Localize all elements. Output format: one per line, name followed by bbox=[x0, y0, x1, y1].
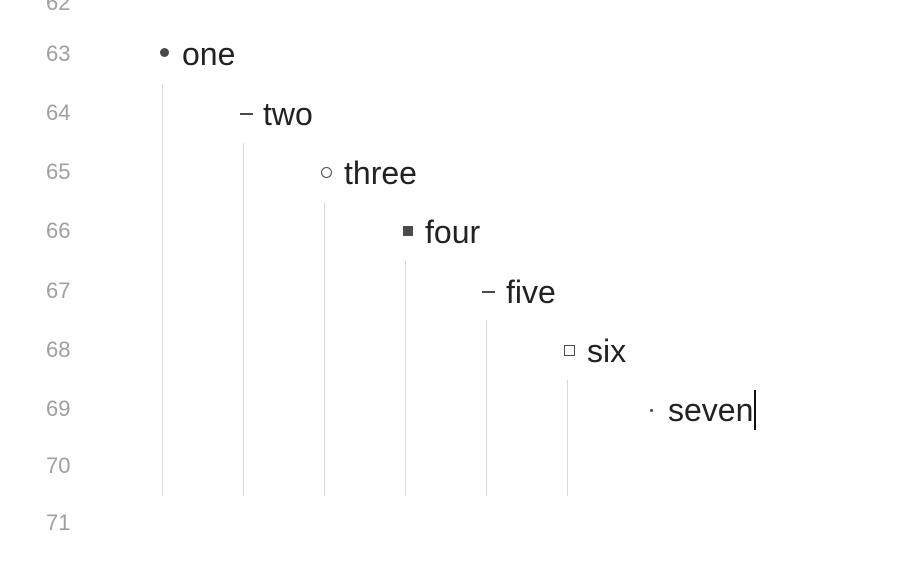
indent-guide bbox=[243, 143, 244, 496]
line-number: 64 bbox=[46, 100, 71, 125]
list-item[interactable]: seven bbox=[668, 390, 757, 430]
list-item[interactable]: two bbox=[263, 96, 313, 132]
square-bullet-icon bbox=[403, 226, 413, 236]
line-number: 63 bbox=[46, 41, 71, 66]
line-number: 66 bbox=[46, 218, 71, 243]
list-item-label: seven bbox=[668, 392, 754, 428]
list-item[interactable]: five bbox=[506, 274, 556, 310]
text-caret bbox=[754, 390, 757, 430]
dot-bullet-icon bbox=[650, 409, 653, 412]
indent-guide bbox=[324, 202, 325, 496]
list-item[interactable]: four bbox=[425, 214, 481, 250]
list-item[interactable]: one bbox=[182, 36, 236, 72]
square-outline-bullet-icon bbox=[564, 345, 575, 356]
dash-bullet-icon bbox=[240, 113, 253, 115]
indent-guide bbox=[162, 84, 163, 496]
indent-guide bbox=[486, 320, 487, 496]
line-number: 65 bbox=[46, 159, 71, 184]
list-item[interactable]: three bbox=[344, 155, 417, 191]
line-number: 71 bbox=[46, 510, 71, 535]
circle-bullet-icon bbox=[321, 167, 332, 178]
disc-bullet-icon bbox=[160, 48, 169, 57]
indent-guide bbox=[405, 261, 406, 496]
dash-bullet-icon bbox=[482, 291, 495, 293]
indent-guide bbox=[567, 380, 568, 496]
line-number: 67 bbox=[46, 278, 71, 303]
line-number: 70 bbox=[46, 453, 71, 478]
list-item[interactable]: six bbox=[587, 333, 627, 369]
line-number: 69 bbox=[46, 396, 71, 421]
line-number: 68 bbox=[46, 337, 71, 362]
line-number: 62 bbox=[46, 0, 71, 15]
